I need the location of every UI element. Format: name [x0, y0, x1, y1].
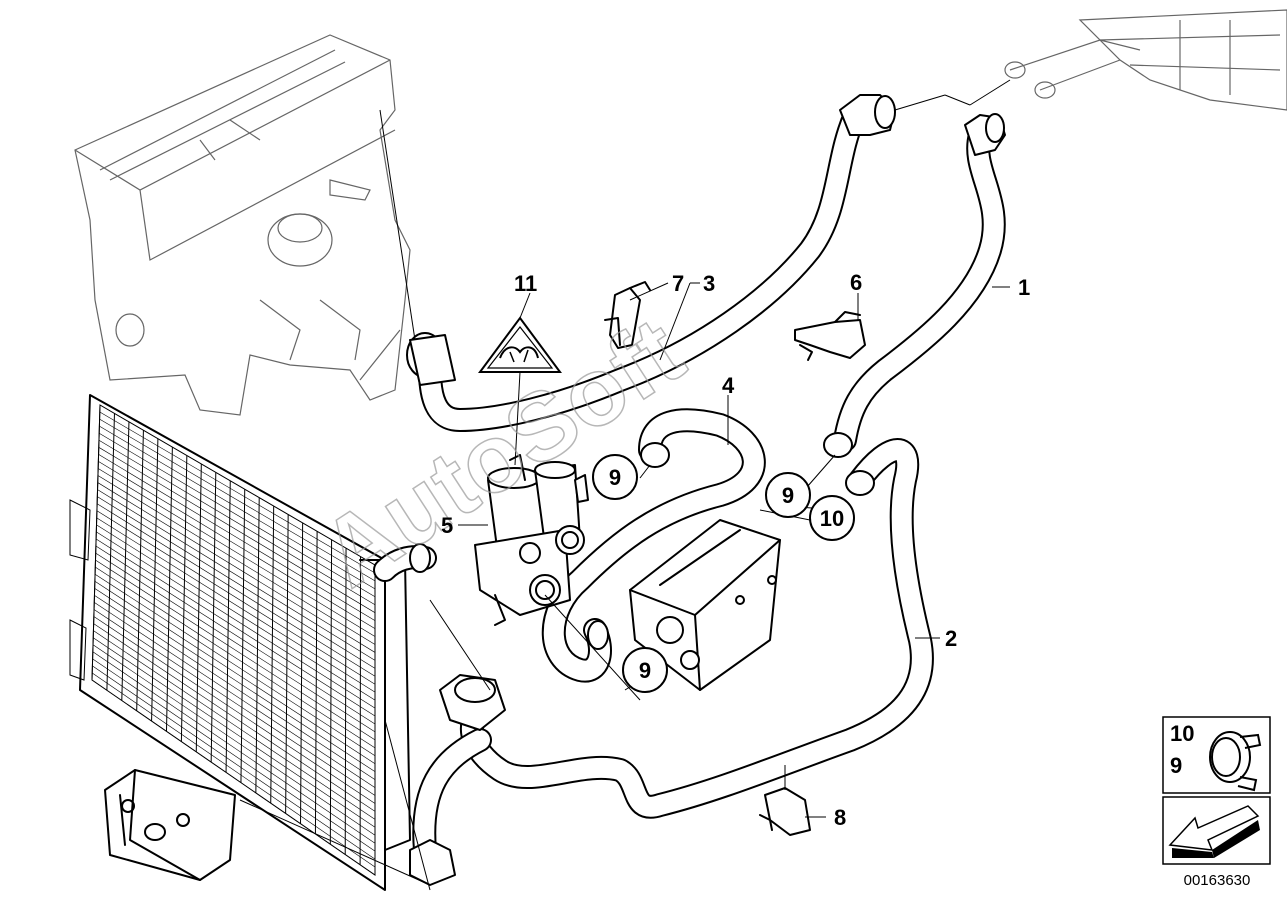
oil-cooler [105, 770, 235, 880]
callout-4: 4 [722, 373, 735, 398]
clip-8 [760, 788, 810, 835]
circle-callout-9-bottom: 9 [639, 658, 651, 683]
callout-1: 1 [1018, 275, 1030, 300]
callout-7: 7 [672, 271, 684, 296]
legend-number-9: 9 [1170, 753, 1182, 778]
engine-block [75, 35, 410, 415]
callout-5: 5 [441, 513, 453, 538]
callout-2: 2 [945, 626, 957, 651]
callout-11: 11 [514, 271, 537, 296]
direction-legend [1163, 797, 1270, 864]
legend-number-10: 10 [1170, 721, 1194, 746]
callout-8: 8 [834, 805, 846, 830]
heater-core [1005, 10, 1287, 110]
circle-callout-10: 10 [820, 506, 844, 531]
callout-3: 3 [703, 271, 715, 296]
circle-callout-9-right: 9 [782, 483, 794, 508]
radiator [70, 395, 410, 890]
callout-6: 6 [850, 270, 862, 295]
circle-callout-9-top: 9 [609, 465, 621, 490]
bracket-6 [795, 312, 865, 360]
clamp-legend: 10 9 [1163, 717, 1270, 793]
image-number: 00163630 [1184, 872, 1251, 889]
